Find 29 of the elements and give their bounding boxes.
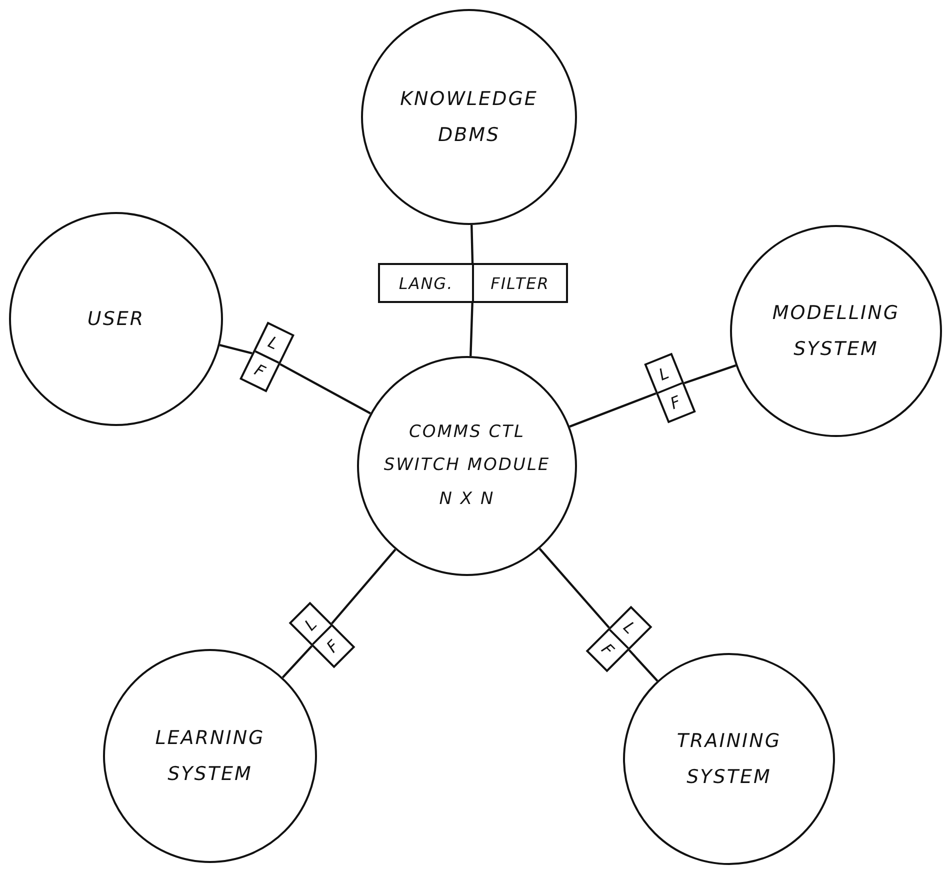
connector-line	[569, 392, 656, 428]
connector-line	[470, 302, 474, 356]
node-label: USER	[87, 306, 145, 332]
system-circle	[361, 9, 577, 225]
node-label: MODELLING SYSTEM	[772, 300, 900, 362]
system-circle	[623, 653, 835, 865]
node-label: KNOWLEDGE DBMS	[400, 86, 538, 148]
connector-line	[684, 364, 736, 384]
system-circle	[103, 649, 317, 863]
node-label: SWITCH MODULE	[384, 454, 550, 478]
connector-line	[628, 649, 658, 682]
connector-line	[538, 548, 610, 628]
connector-line	[280, 363, 371, 414]
node-label: TRAINING SYSTEM	[676, 728, 782, 790]
filter-box	[378, 263, 568, 303]
connector-line	[470, 224, 474, 264]
node-label: COMMS CTL	[408, 421, 525, 444]
filter-label: F	[242, 350, 280, 390]
filter-label: F	[658, 382, 694, 421]
node-label: N X N	[439, 488, 495, 511]
connector-line	[330, 548, 396, 624]
connector-line	[282, 645, 313, 678]
system-circle	[730, 225, 942, 437]
filter-label: FILTER	[472, 265, 566, 301]
system-circle	[9, 212, 223, 426]
system-circle	[357, 356, 577, 576]
connector-line	[220, 344, 252, 354]
filter-label: LANG.	[398, 272, 454, 294]
node-label: LEARNING SYSTEM	[155, 726, 265, 787]
